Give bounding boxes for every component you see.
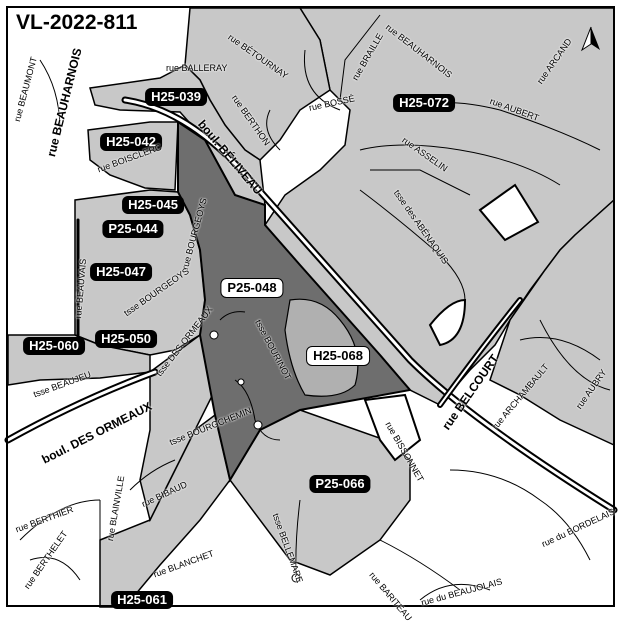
zone-label-h25-039: H25-039	[145, 88, 207, 106]
map-title: VL-2022-811	[12, 10, 142, 36]
zone-label-h25-050: H25-050	[95, 330, 157, 348]
street-label-rue-balleray: rue BALLERAY	[166, 63, 228, 73]
north-arrow-icon	[580, 26, 600, 52]
zone-label-p25-048: P25-048	[220, 278, 284, 298]
zone-label-h25-045: H25-045	[122, 196, 184, 214]
zone-label-h25-061: H25-061	[111, 591, 173, 609]
zone-label-h25-060: H25-060	[23, 337, 85, 355]
zone-label-h25-072: H25-072	[393, 94, 455, 112]
major-roads	[4, 96, 618, 514]
zone-label-h25-047: H25-047	[90, 263, 152, 281]
zone-label-h25-042: H25-042	[100, 133, 162, 151]
map-markers	[209, 330, 301, 583]
zone-label-p25-044: P25-044	[102, 220, 164, 238]
minor-roads	[19, 14, 611, 607]
white-parcels	[363, 183, 540, 462]
zone-label-h25-068: H25-068	[306, 346, 370, 366]
zone-label-p25-066: P25-066	[309, 475, 371, 493]
